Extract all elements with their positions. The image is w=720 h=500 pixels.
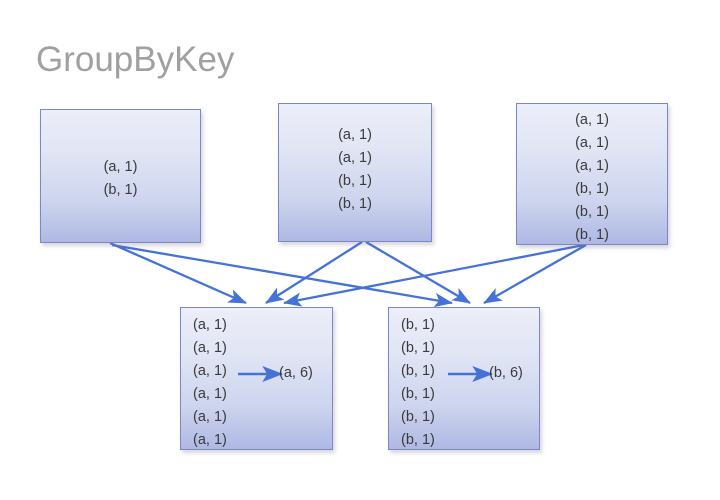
aggregate-arrow-a-svg: [238, 365, 284, 383]
shuffle-arrow-3a: [283, 243, 585, 307]
record-line: (a, 1): [575, 112, 609, 128]
record-line: (b, 1): [401, 317, 435, 333]
record-line: (b, 1): [575, 204, 609, 220]
input-box-1-lines: (a, 1) (b, 1): [41, 156, 200, 202]
input-box-2[interactable]: (a, 1) (a, 1) (b, 1) (b, 1): [278, 103, 432, 242]
record-line: (b, 1): [401, 386, 435, 402]
input-box-2-lines: (a, 1) (a, 1) (b, 1) (b, 1): [279, 124, 431, 216]
record-line: (b, 1): [401, 409, 435, 425]
input-box-3[interactable]: (a, 1) (a, 1) (a, 1) (b, 1) (b, 1) (b, 1…: [516, 103, 668, 245]
record-line: (b, 1): [401, 340, 435, 356]
shuffle-arrow-2b: [365, 241, 471, 304]
record-line: (a, 1): [338, 127, 372, 143]
input-box-1[interactable]: (a, 1) (b, 1): [40, 109, 201, 243]
output-box-b[interactable]: (b, 1) (b, 1) (b, 1) (b, 1) (b, 1) (b, 1…: [388, 307, 540, 450]
page-title: GroupByKey: [36, 40, 235, 79]
aggregate-label-b: (b, 6): [489, 365, 523, 381]
record-line: (b, 1): [401, 363, 435, 379]
record-line: (a, 1): [193, 317, 227, 333]
shuffle-arrow-2a: [265, 241, 363, 304]
record-line: (b, 1): [103, 182, 138, 198]
record-line: (a, 1): [103, 159, 138, 175]
record-line: (a, 1): [575, 135, 609, 151]
input-box-3-lines: (a, 1) (a, 1) (a, 1) (b, 1) (b, 1) (b, 1…: [517, 109, 667, 247]
record-line: (b, 1): [338, 173, 372, 189]
record-line: (a, 1): [338, 150, 372, 166]
aggregate-arrow-b-svg: [448, 365, 494, 383]
record-line: (a, 1): [193, 363, 227, 379]
output-box-a-lines: (a, 1) (a, 1) (a, 1) (a, 1) (a, 1) (a, 1…: [193, 314, 227, 452]
record-line: (a, 1): [193, 386, 227, 402]
shuffle-arrow-1b: [111, 243, 453, 308]
record-line: (a, 1): [193, 409, 227, 425]
record-line: (a, 1): [575, 158, 609, 174]
shuffle-arrow-1a: [109, 241, 247, 305]
record-line: (b, 1): [575, 227, 609, 243]
shuffle-arrow-3b: [483, 244, 587, 304]
record-line: (a, 1): [193, 340, 227, 356]
record-line: (b, 1): [338, 196, 372, 212]
output-box-a[interactable]: (a, 1) (a, 1) (a, 1) (a, 1) (a, 1) (a, 1…: [180, 307, 333, 450]
aggregate-label-a: (a, 6): [279, 365, 313, 381]
output-box-b-lines: (b, 1) (b, 1) (b, 1) (b, 1) (b, 1) (b, 1…: [401, 314, 435, 452]
record-line: (b, 1): [401, 432, 435, 448]
record-line: (b, 1): [575, 181, 609, 197]
record-line: (a, 1): [193, 432, 227, 448]
